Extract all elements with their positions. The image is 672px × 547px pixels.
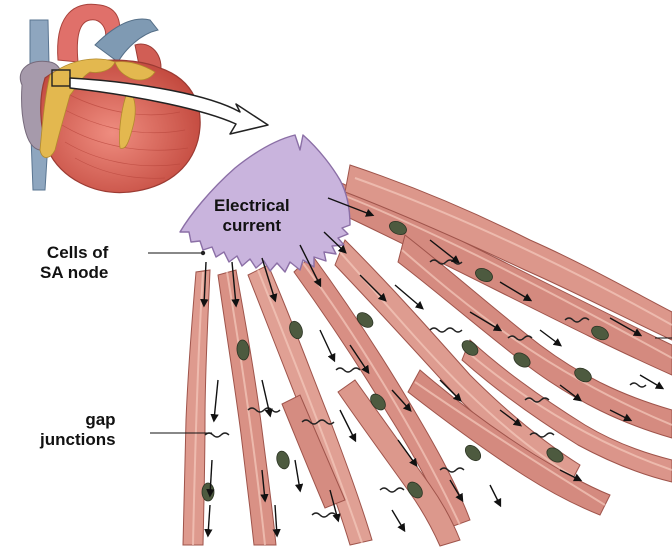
sa-label-dot	[201, 251, 205, 255]
sa-node-label-line2: SA node	[40, 263, 108, 283]
gap-junctions-line1: gap	[40, 410, 116, 430]
electrical-current-label: Electrical current	[214, 196, 290, 235]
gap-junctions-label: gap junctions	[40, 410, 116, 449]
electrical-current-line2: current	[214, 216, 290, 236]
electrical-current-line1: Electrical	[214, 196, 290, 216]
sa-node-label-line1: Cells of	[40, 243, 108, 263]
sa-node-label: Cells of SA node	[40, 243, 108, 282]
gap-junctions-line2: junctions	[40, 430, 116, 450]
